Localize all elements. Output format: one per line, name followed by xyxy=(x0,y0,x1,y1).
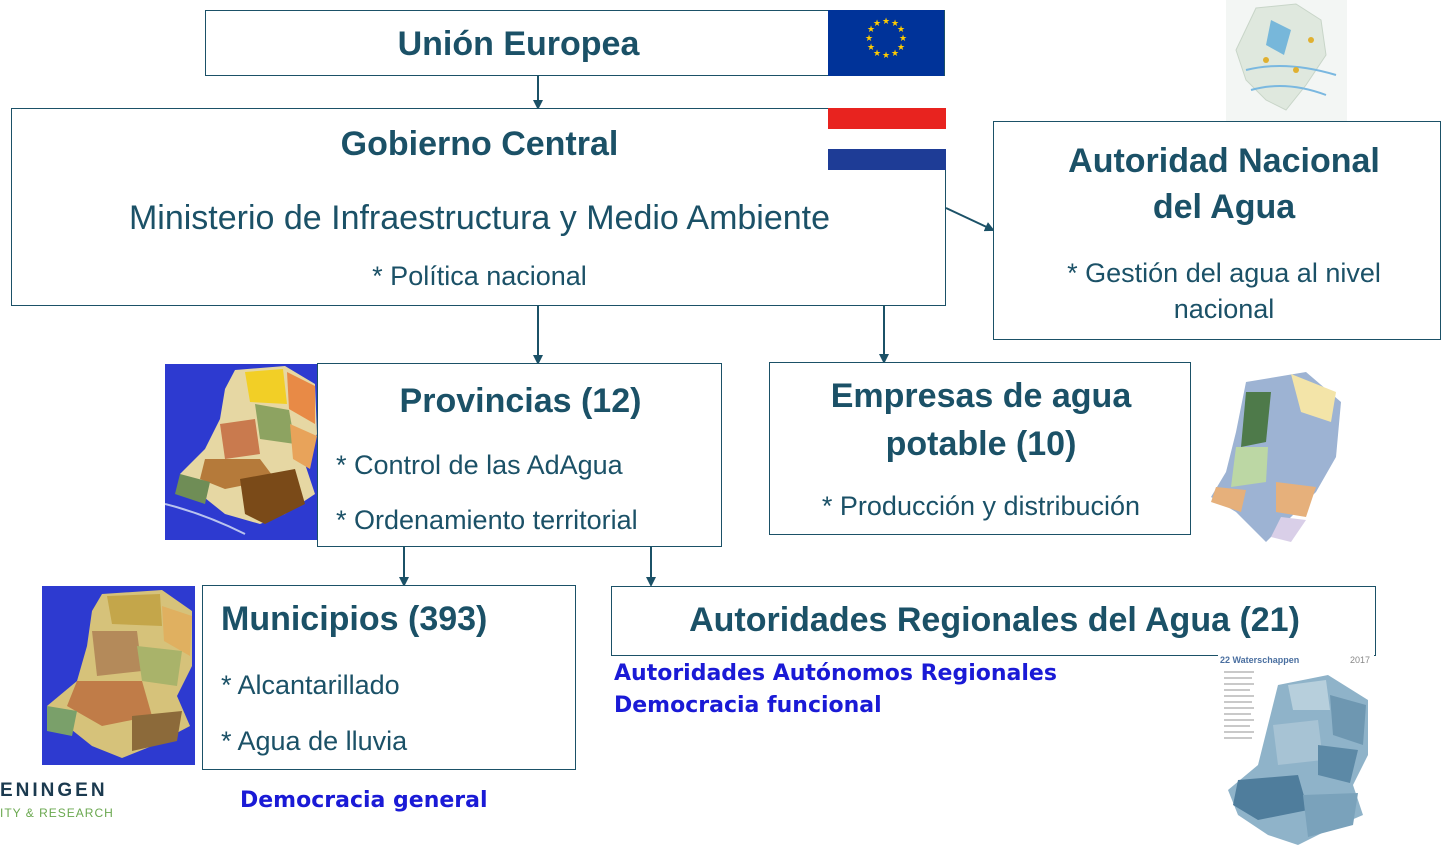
svg-text:★: ★ xyxy=(897,43,905,53)
svg-text:★: ★ xyxy=(891,49,899,59)
svg-text:★: ★ xyxy=(867,43,875,53)
university-logo: ENINGEN ITY & RESEARCH xyxy=(0,780,114,820)
provinces-item-2: * Ordenamiento territorial xyxy=(336,505,638,535)
waterschappen-header: 22 Waterschappen xyxy=(1220,655,1300,665)
eu-box: Unión Europea ★★★ ★★★ ★★★ ★★★ xyxy=(205,10,945,76)
drinking-title-line2: potable (10) xyxy=(885,425,1077,463)
waterschappen-year: 2017 xyxy=(1349,655,1370,665)
central-ministry: Ministerio de Infraestructura y Medio Am… xyxy=(128,199,831,237)
eu-flag: ★★★ ★★★ ★★★ ★★★ xyxy=(828,10,944,76)
svg-text:★: ★ xyxy=(899,34,907,44)
national-item-line1: * Gestión del agua al nivel xyxy=(1067,258,1381,288)
drinking-water-companies-box: Empresas de agua potable (10) * Producci… xyxy=(769,362,1191,535)
provinces-box: Provincias (12) * Control de las AdAgua … xyxy=(317,363,722,547)
svg-text:★: ★ xyxy=(867,25,875,35)
municipalities-box: Municipios (393) * Alcantarillado * Agua… xyxy=(202,585,576,770)
regional-water-authorities-box: Autoridades Regionales del Agua (21) xyxy=(611,586,1376,656)
logo-line2: ITY & RESEARCH xyxy=(0,806,114,820)
municipalities-map xyxy=(42,586,195,765)
central-government-box: Gobierno Central Ministerio de Infraestr… xyxy=(11,108,946,306)
svg-text:★: ★ xyxy=(891,19,899,29)
svg-text:★: ★ xyxy=(882,17,890,27)
svg-text:★: ★ xyxy=(873,19,881,29)
municipalities-note: Democracia general xyxy=(240,788,488,813)
provinces-item-1: * Control de las AdAgua xyxy=(336,450,623,480)
regional-note-line1: Autoridades Autónomos Regionales xyxy=(614,661,1057,686)
national-water-authority-box: Autoridad Nacional del Agua * Gestión de… xyxy=(993,121,1441,340)
provinces-title: Provincias (12) xyxy=(399,382,642,420)
national-title-line1: Autoridad Nacional xyxy=(1068,142,1380,180)
regional-title: Autoridades Regionales del Agua (21) xyxy=(689,601,1300,639)
central-title: Gobierno Central xyxy=(340,125,619,163)
municipalities-item-1: * Alcantarillado xyxy=(221,670,400,700)
netherlands-water-map-top xyxy=(1226,0,1347,121)
svg-text:★: ★ xyxy=(873,49,881,59)
regional-note-line2: Democracia funcional xyxy=(614,693,882,718)
waterschappen-map: 22 Waterschappen 2017 xyxy=(1218,655,1374,849)
central-item: * Política nacional xyxy=(372,261,587,291)
municipalities-title: Municipios (393) xyxy=(221,600,488,638)
eu-title: Unión Europea xyxy=(397,25,640,63)
svg-text:★: ★ xyxy=(897,25,905,35)
drinking-item: * Producción y distribución xyxy=(821,491,1141,521)
svg-text:★: ★ xyxy=(865,34,873,44)
svg-text:★: ★ xyxy=(882,51,890,61)
drinking-title-line1: Empresas de agua xyxy=(830,377,1132,415)
netherlands-flag xyxy=(828,108,946,170)
national-item-line2: nacional xyxy=(1173,294,1275,324)
water-companies-map xyxy=(1196,362,1346,546)
arrow-central-to-national xyxy=(945,207,995,232)
provinces-map xyxy=(165,364,320,540)
logo-line1: ENINGEN xyxy=(0,780,108,801)
municipalities-item-2: * Agua de lluvia xyxy=(221,726,408,756)
national-title-line2: del Agua xyxy=(1152,188,1296,226)
